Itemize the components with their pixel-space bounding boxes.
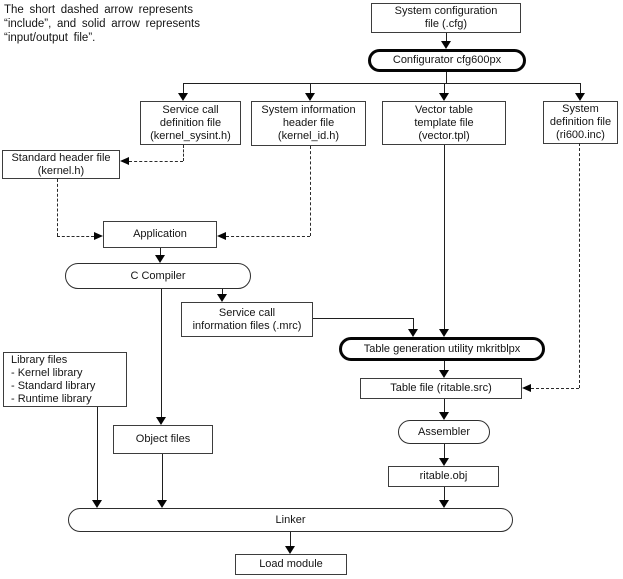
arrowhead-icon: [217, 232, 226, 240]
flow-line: [446, 72, 447, 83]
arrowhead-icon: [439, 93, 449, 101]
node-service-call-info-files: Service call information files (.mrc): [181, 302, 313, 337]
arrowhead-icon: [439, 500, 449, 508]
node-table-generation-utility: Table generation utility mkritblpx: [339, 337, 545, 361]
include-line: [531, 388, 579, 389]
arrowhead-icon: [156, 417, 166, 425]
node-assembler: Assembler: [398, 420, 490, 444]
flow-line: [444, 487, 445, 501]
flow-line: [580, 83, 581, 94]
node-load-module: Load module: [235, 554, 347, 575]
include-line: [579, 143, 580, 388]
flow-line: [313, 318, 413, 319]
include-line: [310, 146, 311, 236]
flow-line: [444, 361, 445, 371]
node-service-call-def-file: Service call definition file (kernel_sys…: [140, 101, 241, 145]
node-ritable-obj: ritable.obj: [388, 466, 499, 487]
flow-line: [162, 454, 163, 501]
flow-line: [160, 248, 161, 256]
arrowhead-icon: [94, 232, 103, 240]
flow-line: [183, 83, 580, 84]
node-c-compiler: C Compiler: [65, 263, 251, 289]
node-object-files: Object files: [113, 425, 213, 454]
arrowhead-icon: [155, 255, 165, 263]
node-system-info-header-file: System information header file (kernel_i…: [251, 101, 366, 146]
arrowhead-icon: [285, 546, 295, 554]
arrowhead-icon: [305, 93, 315, 101]
include-line: [183, 145, 184, 161]
flow-line: [444, 444, 445, 459]
arrowhead-icon: [408, 329, 418, 337]
legend-note: The short dashed arrow represents “inclu…: [4, 4, 201, 44]
flow-line: [290, 532, 291, 547]
flow-line: [183, 83, 184, 94]
arrowhead-icon: [217, 294, 227, 302]
include-line: [226, 236, 310, 237]
include-line: [57, 179, 58, 236]
arrowhead-icon: [439, 412, 449, 420]
arrowhead-icon: [439, 370, 449, 378]
node-application: Application: [103, 221, 217, 248]
node-configurator: Configurator cfg600px: [368, 49, 526, 72]
arrowhead-icon: [575, 93, 585, 101]
arrowhead-icon: [522, 384, 531, 392]
arrowhead-icon: [157, 500, 167, 508]
node-vector-table-template-file: Vector table template file (vector.tpl): [382, 101, 506, 145]
include-line: [129, 161, 183, 162]
arrowhead-icon: [441, 41, 451, 49]
flow-line: [222, 289, 223, 295]
arrowhead-icon: [120, 157, 129, 165]
flow-line: [444, 145, 445, 330]
flow-line: [161, 289, 162, 418]
flow-line: [446, 33, 447, 42]
arrowhead-icon: [92, 500, 102, 508]
include-line: [57, 236, 94, 237]
node-library-files: Library files - Kernel library - Standar…: [3, 352, 127, 407]
node-standard-header-file: Standard header file (kernel.h): [2, 150, 120, 179]
flow-line: [97, 407, 98, 501]
flow-line: [444, 399, 445, 413]
node-system-definition-file: System definition file (ri600.inc): [543, 101, 618, 144]
flow-line: [413, 318, 414, 330]
node-linker: Linker: [68, 508, 513, 532]
arrowhead-icon: [439, 329, 449, 337]
flow-line: [310, 83, 311, 94]
arrowhead-icon: [439, 458, 449, 466]
flow-line: [444, 83, 445, 94]
node-table-file: Table file (ritable.src): [360, 378, 522, 399]
node-system-config-file: System configuration file (.cfg): [371, 3, 521, 33]
arrowhead-icon: [178, 93, 188, 101]
